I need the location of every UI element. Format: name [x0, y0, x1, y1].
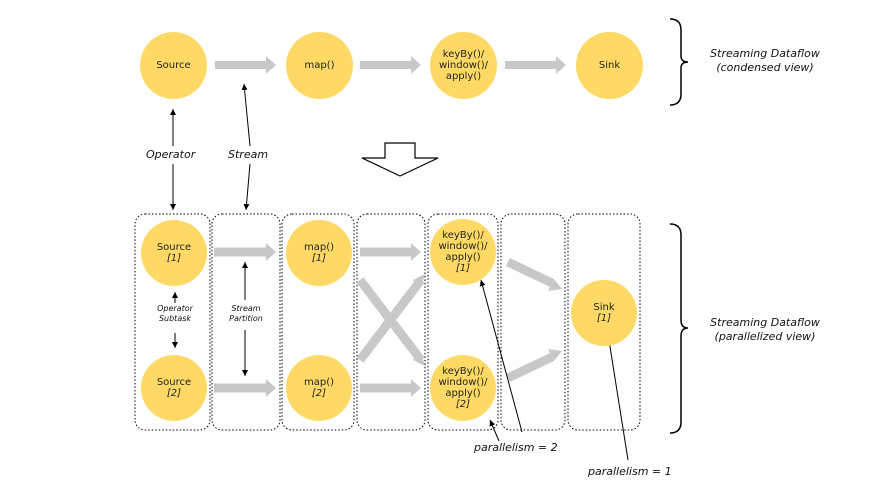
arrowhead: [266, 379, 276, 397]
node-index: [1]: [596, 313, 612, 324]
node-keyby-1: keyBy()/ window()/ apply() [1]: [430, 219, 496, 285]
parallelized-view-subtitle: (parallelized view): [714, 330, 816, 343]
node-label: Source: [156, 242, 192, 253]
brace-condensed: [669, 18, 689, 106]
node-label: map(): [303, 377, 335, 388]
operator-subtask-line: Subtask: [158, 314, 192, 323]
operator-subtask-label: Operator Subtask: [145, 304, 205, 324]
node-keyby-window-apply: keyBy()/ window()/ apply(): [430, 32, 497, 99]
node-map-1: map() [1]: [286, 220, 352, 286]
arrowhead: [266, 243, 276, 261]
node-sink: Sink: [576, 32, 643, 99]
node-label-line: window()/: [438, 377, 488, 388]
group-box-source: [134, 213, 211, 431]
transform-down-arrow: [361, 142, 439, 177]
node-label: map(): [303, 242, 335, 253]
node-source: Source: [140, 32, 207, 99]
node-label-line: apply(): [445, 388, 481, 399]
stream-partition-label: Stream Partition: [217, 304, 275, 324]
operator-subtask-line: Operator: [157, 304, 193, 313]
node-label: Sink: [598, 60, 621, 71]
stream-partition-arrow: [506, 257, 554, 288]
arrowhead: [411, 379, 421, 397]
node-sink-1: Sink [1]: [571, 280, 637, 346]
stream-label: Stream: [228, 148, 269, 161]
node-label: Source: [156, 60, 191, 71]
node-label: map(): [304, 60, 335, 71]
parallelized-view-title: Streaming Dataflow: [710, 316, 820, 329]
arrowhead: [413, 352, 425, 366]
arrowhead: [411, 243, 421, 261]
node-label-line: apply(): [445, 71, 482, 82]
parallelized-view-label: Streaming Dataflow (parallelized view): [695, 316, 835, 344]
arrowhead: [548, 349, 562, 361]
parallelism-1-arrow: [605, 333, 629, 461]
node-index: [2]: [166, 388, 182, 399]
node-index: [1]: [311, 253, 327, 264]
parallelism-1-label: parallelism = 1: [588, 465, 672, 478]
parallelism-2-arrow-a: [479, 279, 523, 433]
group-box-stream-1: [211, 213, 281, 431]
parallelism-2-arrow-b: [489, 419, 500, 442]
group-box-map: [281, 213, 355, 431]
condensed-view-label: Streaming Dataflow (condensed view): [695, 47, 835, 75]
stream-partition-line: Stream: [231, 304, 261, 313]
condensed-stream-arrows: [215, 56, 566, 74]
parallel-stream-arrows: [214, 247, 554, 393]
condensed-view-title: Streaming Dataflow: [710, 47, 820, 60]
stream-arrow-down: [243, 163, 251, 211]
node-source-2: Source [2]: [141, 355, 207, 421]
group-box-sink: [567, 213, 641, 431]
group-box-keyby: [427, 213, 499, 431]
group-box-stream-3: [500, 213, 566, 431]
node-label-line: keyBy()/: [442, 49, 485, 60]
arrowhead: [413, 274, 425, 288]
node-label-line: keyBy()/: [442, 230, 484, 241]
node-label-line: keyBy()/: [442, 366, 484, 377]
stream-arrow-up: [241, 83, 251, 147]
group-box-stream-2: [356, 213, 426, 431]
condensed-view-subtitle: (condensed view): [716, 61, 814, 74]
node-index: [2]: [311, 388, 327, 399]
operator-label: Operator: [146, 148, 196, 161]
stream-arrow: [505, 56, 566, 74]
stream-arrow: [360, 56, 421, 74]
node-index: [1]: [166, 253, 182, 264]
stream-partition-arrow: [506, 352, 554, 383]
node-label: Source: [156, 377, 192, 388]
node-label: Sink: [593, 302, 615, 313]
brace-parallelized: [669, 223, 689, 434]
node-label-line: window()/: [438, 241, 488, 252]
node-label-line: window()/: [438, 60, 489, 71]
arrowhead: [548, 279, 562, 291]
node-map: map(): [286, 32, 353, 99]
node-label-line: apply(): [445, 252, 481, 263]
parallelism-2-label: parallelism = 2: [474, 441, 558, 454]
node-index: [2]: [455, 399, 471, 410]
annotation-arrows: [170, 83, 629, 461]
stream-partition-line: Partition: [229, 314, 263, 323]
parallel-arrowheads: [266, 243, 562, 397]
stream-partition-arrow: [356, 277, 425, 363]
node-keyby-2: keyBy()/ window()/ apply() [2]: [430, 355, 496, 421]
node-index: [1]: [455, 263, 471, 274]
node-map-2: map() [2]: [286, 355, 352, 421]
node-source-1: Source [1]: [141, 220, 207, 286]
stream-arrow: [215, 56, 276, 74]
